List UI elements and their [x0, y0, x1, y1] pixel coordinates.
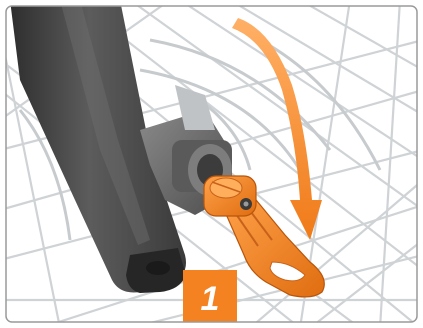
- step-number: 1: [201, 280, 220, 318]
- step-badge: 1: [183, 270, 237, 322]
